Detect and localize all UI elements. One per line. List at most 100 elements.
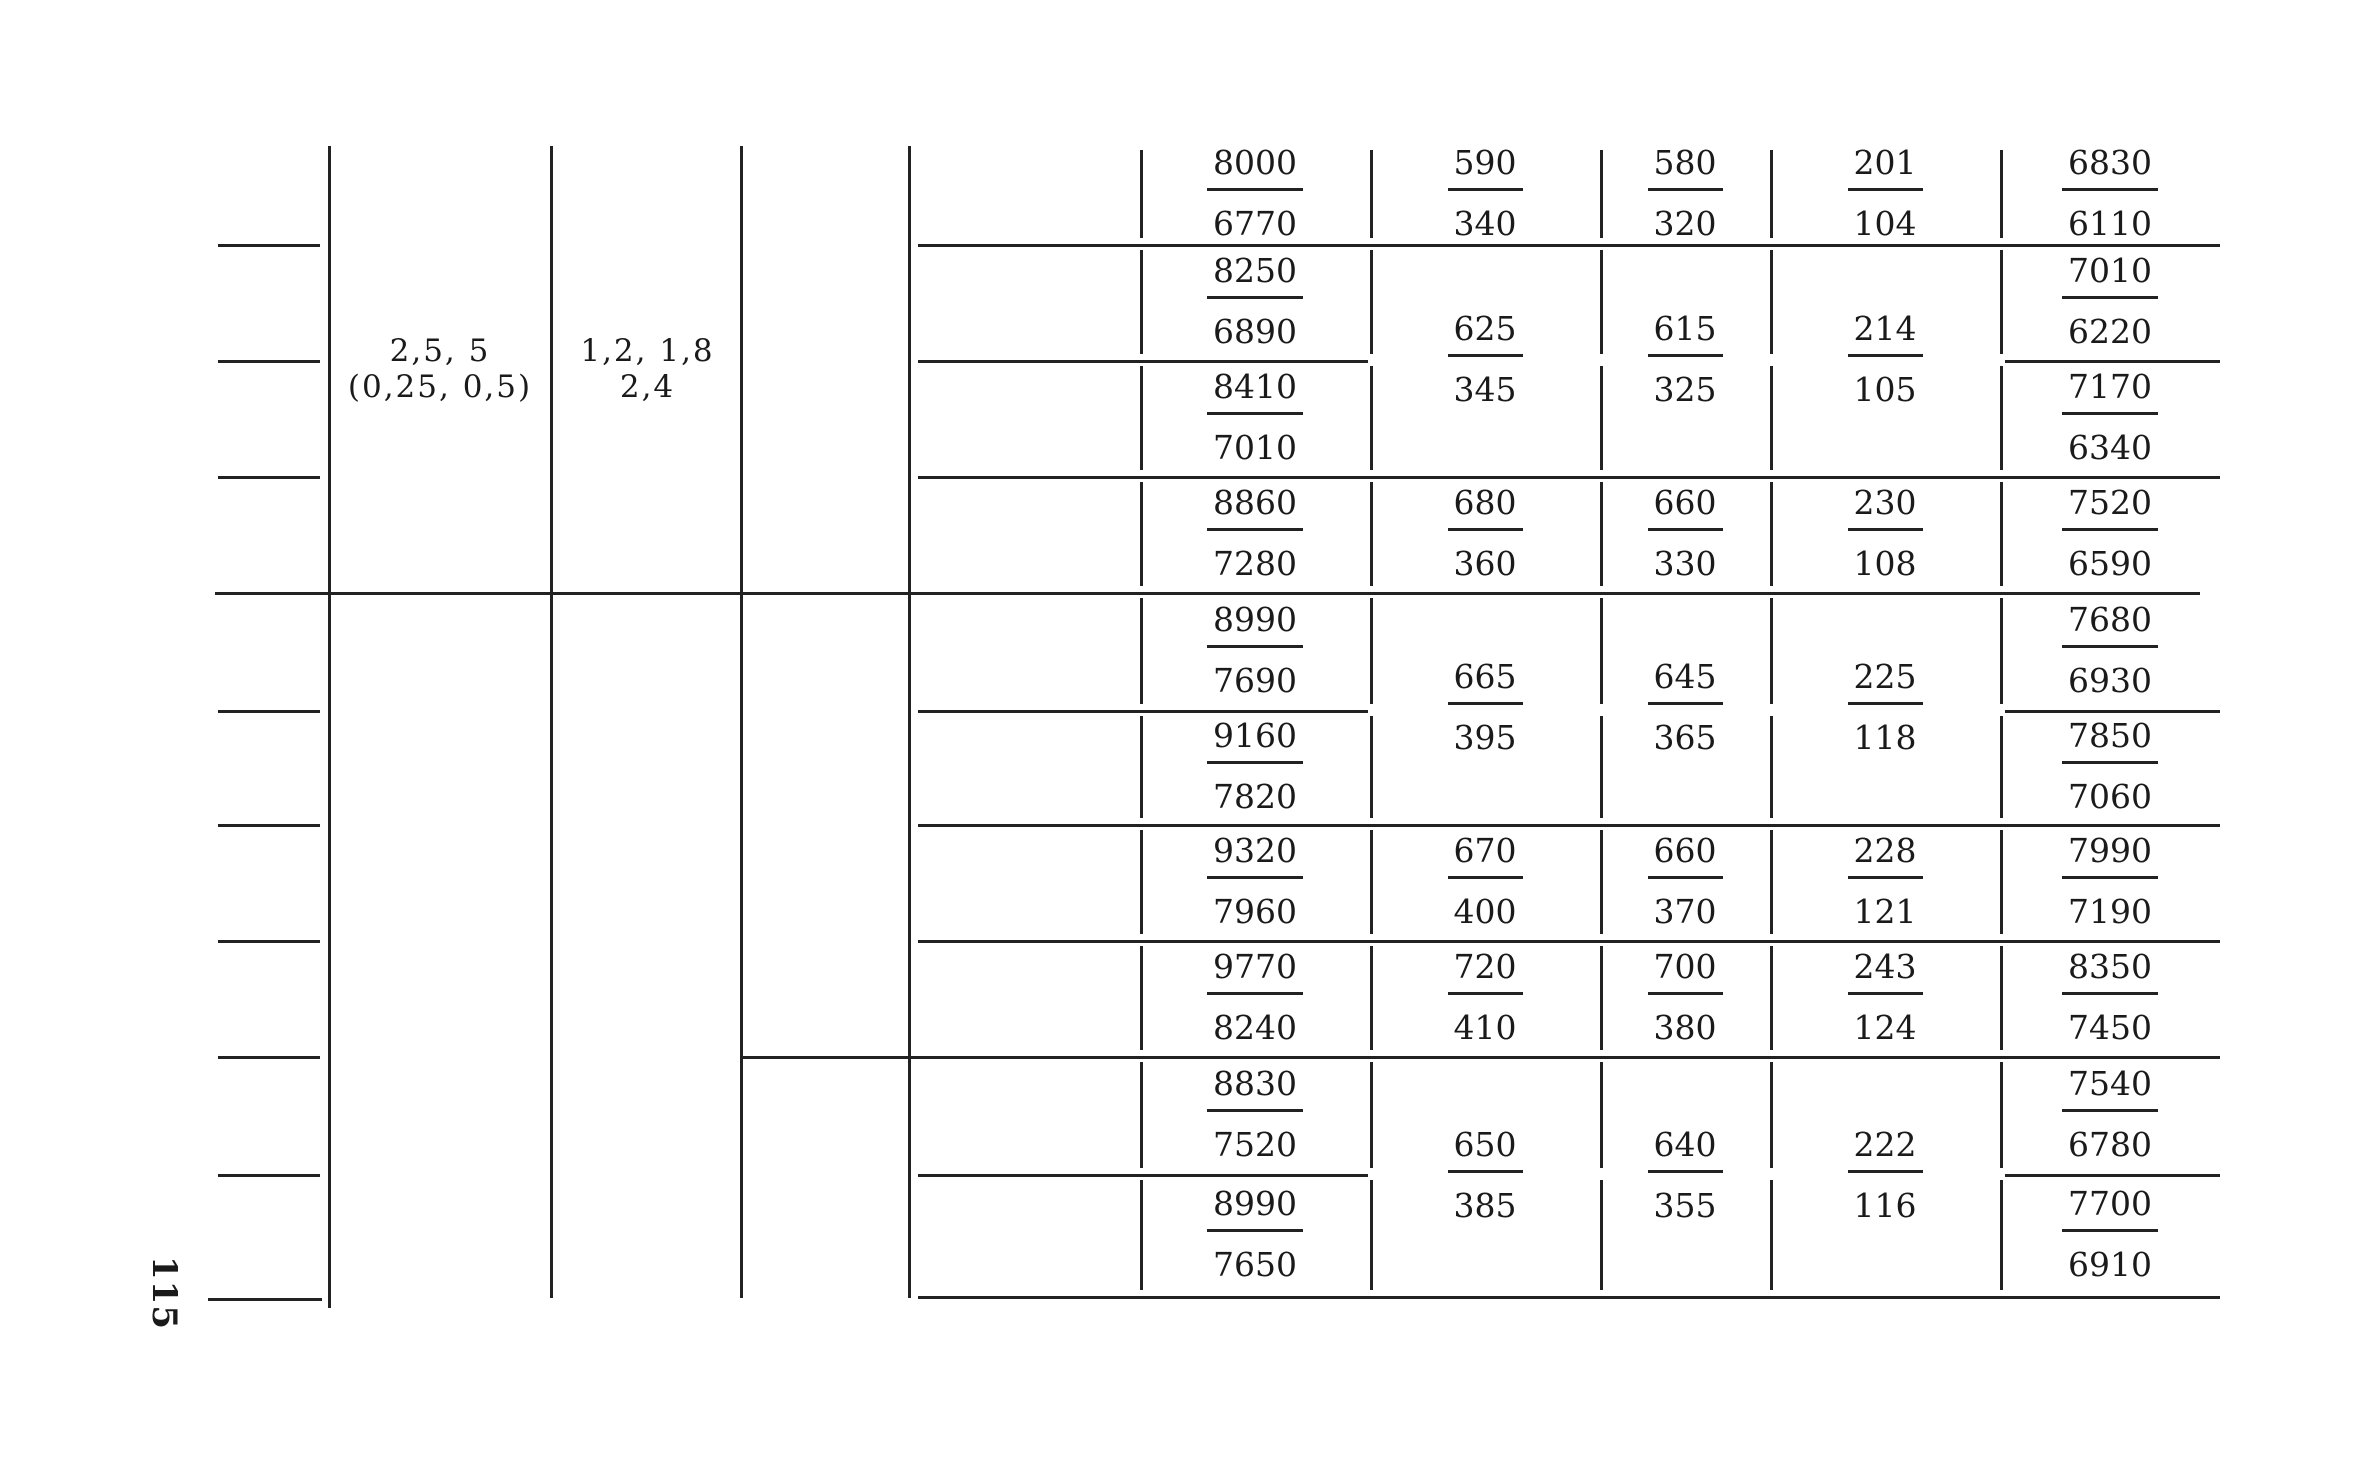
rule <box>2000 150 2003 238</box>
numerator: 645 <box>1647 660 1723 705</box>
denominator: 355 <box>1653 1186 1717 1225</box>
rule <box>218 824 320 827</box>
denominator: 7010 <box>1213 428 1297 467</box>
rule <box>1140 1180 1143 1290</box>
rule <box>1770 250 1773 354</box>
col10-fraction: 7010 6220 <box>2000 254 2220 348</box>
denominator: 360 <box>1453 544 1517 583</box>
col5-value <box>910 478 1140 594</box>
rule <box>2000 946 2003 1050</box>
numerator: 222 <box>1847 1128 1923 1173</box>
numerator: 7010 <box>2062 254 2158 299</box>
denominator: 370 <box>1653 892 1717 931</box>
denominator: 400 <box>1453 892 1517 931</box>
denominator: 365 <box>1653 718 1717 757</box>
rule <box>918 1296 2220 1299</box>
numerator: 640 <box>1647 1128 1723 1173</box>
rule <box>215 592 2200 595</box>
denominator: 6590 <box>2068 544 2152 583</box>
rule <box>1370 1180 1373 1290</box>
rule <box>1770 1062 1773 1168</box>
rule <box>918 824 2220 827</box>
rule <box>1600 366 1603 470</box>
rule <box>1600 598 1603 704</box>
denominator: 7520 <box>1213 1125 1297 1164</box>
numerator: 615 <box>1647 312 1723 357</box>
numerator: 225 <box>1847 660 1923 705</box>
rule <box>2000 250 2003 354</box>
denominator: 7820 <box>1213 777 1297 816</box>
rule <box>1770 830 1773 934</box>
rule <box>2000 366 2003 470</box>
rule <box>1370 830 1373 934</box>
denominator: 6770 <box>1213 204 1297 243</box>
denominator: 6220 <box>2068 312 2152 351</box>
rule <box>1770 150 1773 238</box>
rule <box>1600 482 1603 586</box>
rule <box>2005 1174 2220 1177</box>
rule <box>1600 716 1603 818</box>
numerator: 8990 <box>1207 603 1303 648</box>
numerator: 7850 <box>2062 719 2158 764</box>
numerator: 8350 <box>2062 950 2158 995</box>
numerator: 8860 <box>1207 486 1303 531</box>
numerator: 214 <box>1847 312 1923 357</box>
rule <box>1140 482 1143 586</box>
numerator: 590 <box>1447 146 1523 191</box>
denominator: 116 <box>1853 1186 1917 1225</box>
rule <box>1370 946 1373 1050</box>
col6-fraction: 8830 7520 <box>1140 1067 1370 1161</box>
denominator: 8240 <box>1213 1008 1297 1047</box>
rule <box>218 1056 320 1059</box>
group-value <box>330 594 550 1298</box>
rule <box>1600 946 1603 1050</box>
rule <box>1770 946 1773 1050</box>
rule <box>1140 250 1143 354</box>
numerator: 580 <box>1647 146 1723 191</box>
numerator: 9770 <box>1207 950 1303 995</box>
rule <box>1370 482 1373 586</box>
denominator: 340 <box>1453 204 1517 243</box>
group-value <box>555 594 740 1298</box>
rule <box>208 1298 322 1301</box>
numerator: 7990 <box>2062 834 2158 879</box>
denominator: 6890 <box>1213 312 1297 351</box>
numerator: 670 <box>1447 834 1523 879</box>
rule <box>918 476 2220 479</box>
denominator: 7190 <box>2068 892 2152 931</box>
denominator: 410 <box>1453 1008 1517 1047</box>
denominator: 345 <box>1453 370 1517 409</box>
col5-value <box>910 146 1140 246</box>
group-value: 2,5, 5 (0,25, 0,5) <box>347 333 533 405</box>
group-value <box>740 146 910 594</box>
col10-fraction: 7990 7190 <box>2000 834 2220 928</box>
rule <box>740 1056 2220 1059</box>
denominator: 7650 <box>1213 1245 1297 1284</box>
numerator: 230 <box>1847 486 1923 531</box>
numerator: 665 <box>1447 660 1523 705</box>
rule <box>550 146 553 1298</box>
rule <box>2000 482 2003 586</box>
numerator: 8830 <box>1207 1067 1303 1112</box>
rule <box>1140 830 1143 934</box>
numerator: 720 <box>1447 950 1523 995</box>
numerator: 650 <box>1447 1128 1523 1173</box>
rule <box>1370 598 1373 704</box>
denominator: 104 <box>1853 204 1917 243</box>
rule <box>1770 366 1773 470</box>
